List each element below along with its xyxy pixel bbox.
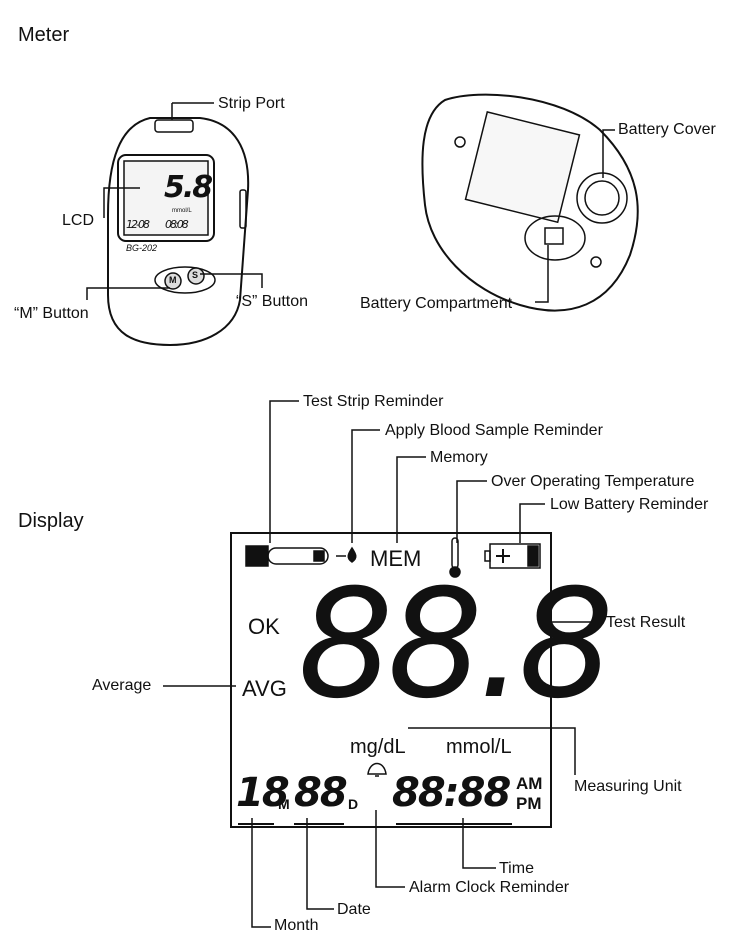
label-lcd: LCD xyxy=(62,212,95,229)
blood-drop-icon xyxy=(347,546,357,563)
lcd-ok: OK xyxy=(248,614,280,639)
display-section-title: Display xyxy=(18,510,84,532)
label-strip-port: Strip Port xyxy=(218,95,285,112)
m-key xyxy=(164,272,182,290)
lcd-am: AM xyxy=(516,774,543,793)
device-model: BG-202 xyxy=(126,243,158,253)
device-time: 08:08 xyxy=(165,218,189,231)
meter-back-body xyxy=(421,93,639,312)
meter-body xyxy=(107,117,250,347)
button-housing xyxy=(154,266,216,294)
device-date: 12-08 xyxy=(126,218,150,231)
lcd-icons xyxy=(238,537,541,825)
label-s-button: “S” Button xyxy=(236,293,309,310)
lcd-mem: MEM xyxy=(370,546,422,571)
meter-back-label xyxy=(464,111,581,224)
lcd-result-digits: 88.8 xyxy=(298,558,614,732)
side-rail xyxy=(239,189,247,229)
device-m-key-label: M xyxy=(169,275,177,285)
lcd-date-digits: 88 xyxy=(294,770,348,816)
lcd-m-marker: M xyxy=(278,796,290,812)
lcd-panel: MEM OK AVG 88.8 mg/dL mmol/L 18 M 88 D 8… xyxy=(230,532,614,828)
device-s-key-label: S xyxy=(192,270,199,280)
lcd-avg: AVG xyxy=(242,676,287,701)
test-strip-icon xyxy=(245,545,269,567)
label-m-button: “M” Button xyxy=(14,305,89,322)
lcd-month-digits: 18 xyxy=(236,770,290,816)
label-date: Date xyxy=(337,901,371,918)
label-test-result: Test Result xyxy=(606,614,686,631)
battery-well xyxy=(524,215,586,261)
label-low-battery: Low Battery Reminder xyxy=(550,496,709,513)
strip-port-slot xyxy=(154,119,194,133)
label-battery-compartment: Battery Compartment xyxy=(360,295,513,312)
label-memory: Memory xyxy=(430,449,488,466)
s-key xyxy=(187,267,205,285)
device-unit: mmol/L xyxy=(172,208,192,214)
label-time: Time xyxy=(499,860,534,877)
lcd-pm: PM xyxy=(516,794,542,813)
alarm-bell-icon xyxy=(367,762,387,777)
label-test-strip-reminder: Test Strip Reminder xyxy=(303,393,444,410)
battery-contacts xyxy=(544,227,564,245)
lcd-unit-mmol: mmol/L xyxy=(446,736,512,758)
test-strip-body xyxy=(267,547,329,565)
label-battery-cover: Battery Cover xyxy=(618,121,716,138)
label-apply-blood: Apply Blood Sample Reminder xyxy=(385,422,603,439)
label-measuring-unit: Measuring Unit xyxy=(574,778,682,795)
lcd-unit-mgdl: mg/dL xyxy=(350,736,406,758)
label-average: Average xyxy=(92,677,152,694)
battery-cover-disc xyxy=(576,172,628,224)
label-over-temp: Over Operating Temperature xyxy=(491,473,695,490)
meter-screen-frame xyxy=(117,154,215,242)
device-reading: 5.8 xyxy=(164,170,213,205)
lcd-time-digits: 88:88 xyxy=(392,770,511,816)
lcd-d-marker: D xyxy=(348,796,359,812)
meter-screen xyxy=(123,160,209,236)
label-alarm: Alarm Clock Reminder xyxy=(409,879,570,896)
meter-section-title: Meter xyxy=(18,24,70,46)
label-month: Month xyxy=(274,917,319,934)
